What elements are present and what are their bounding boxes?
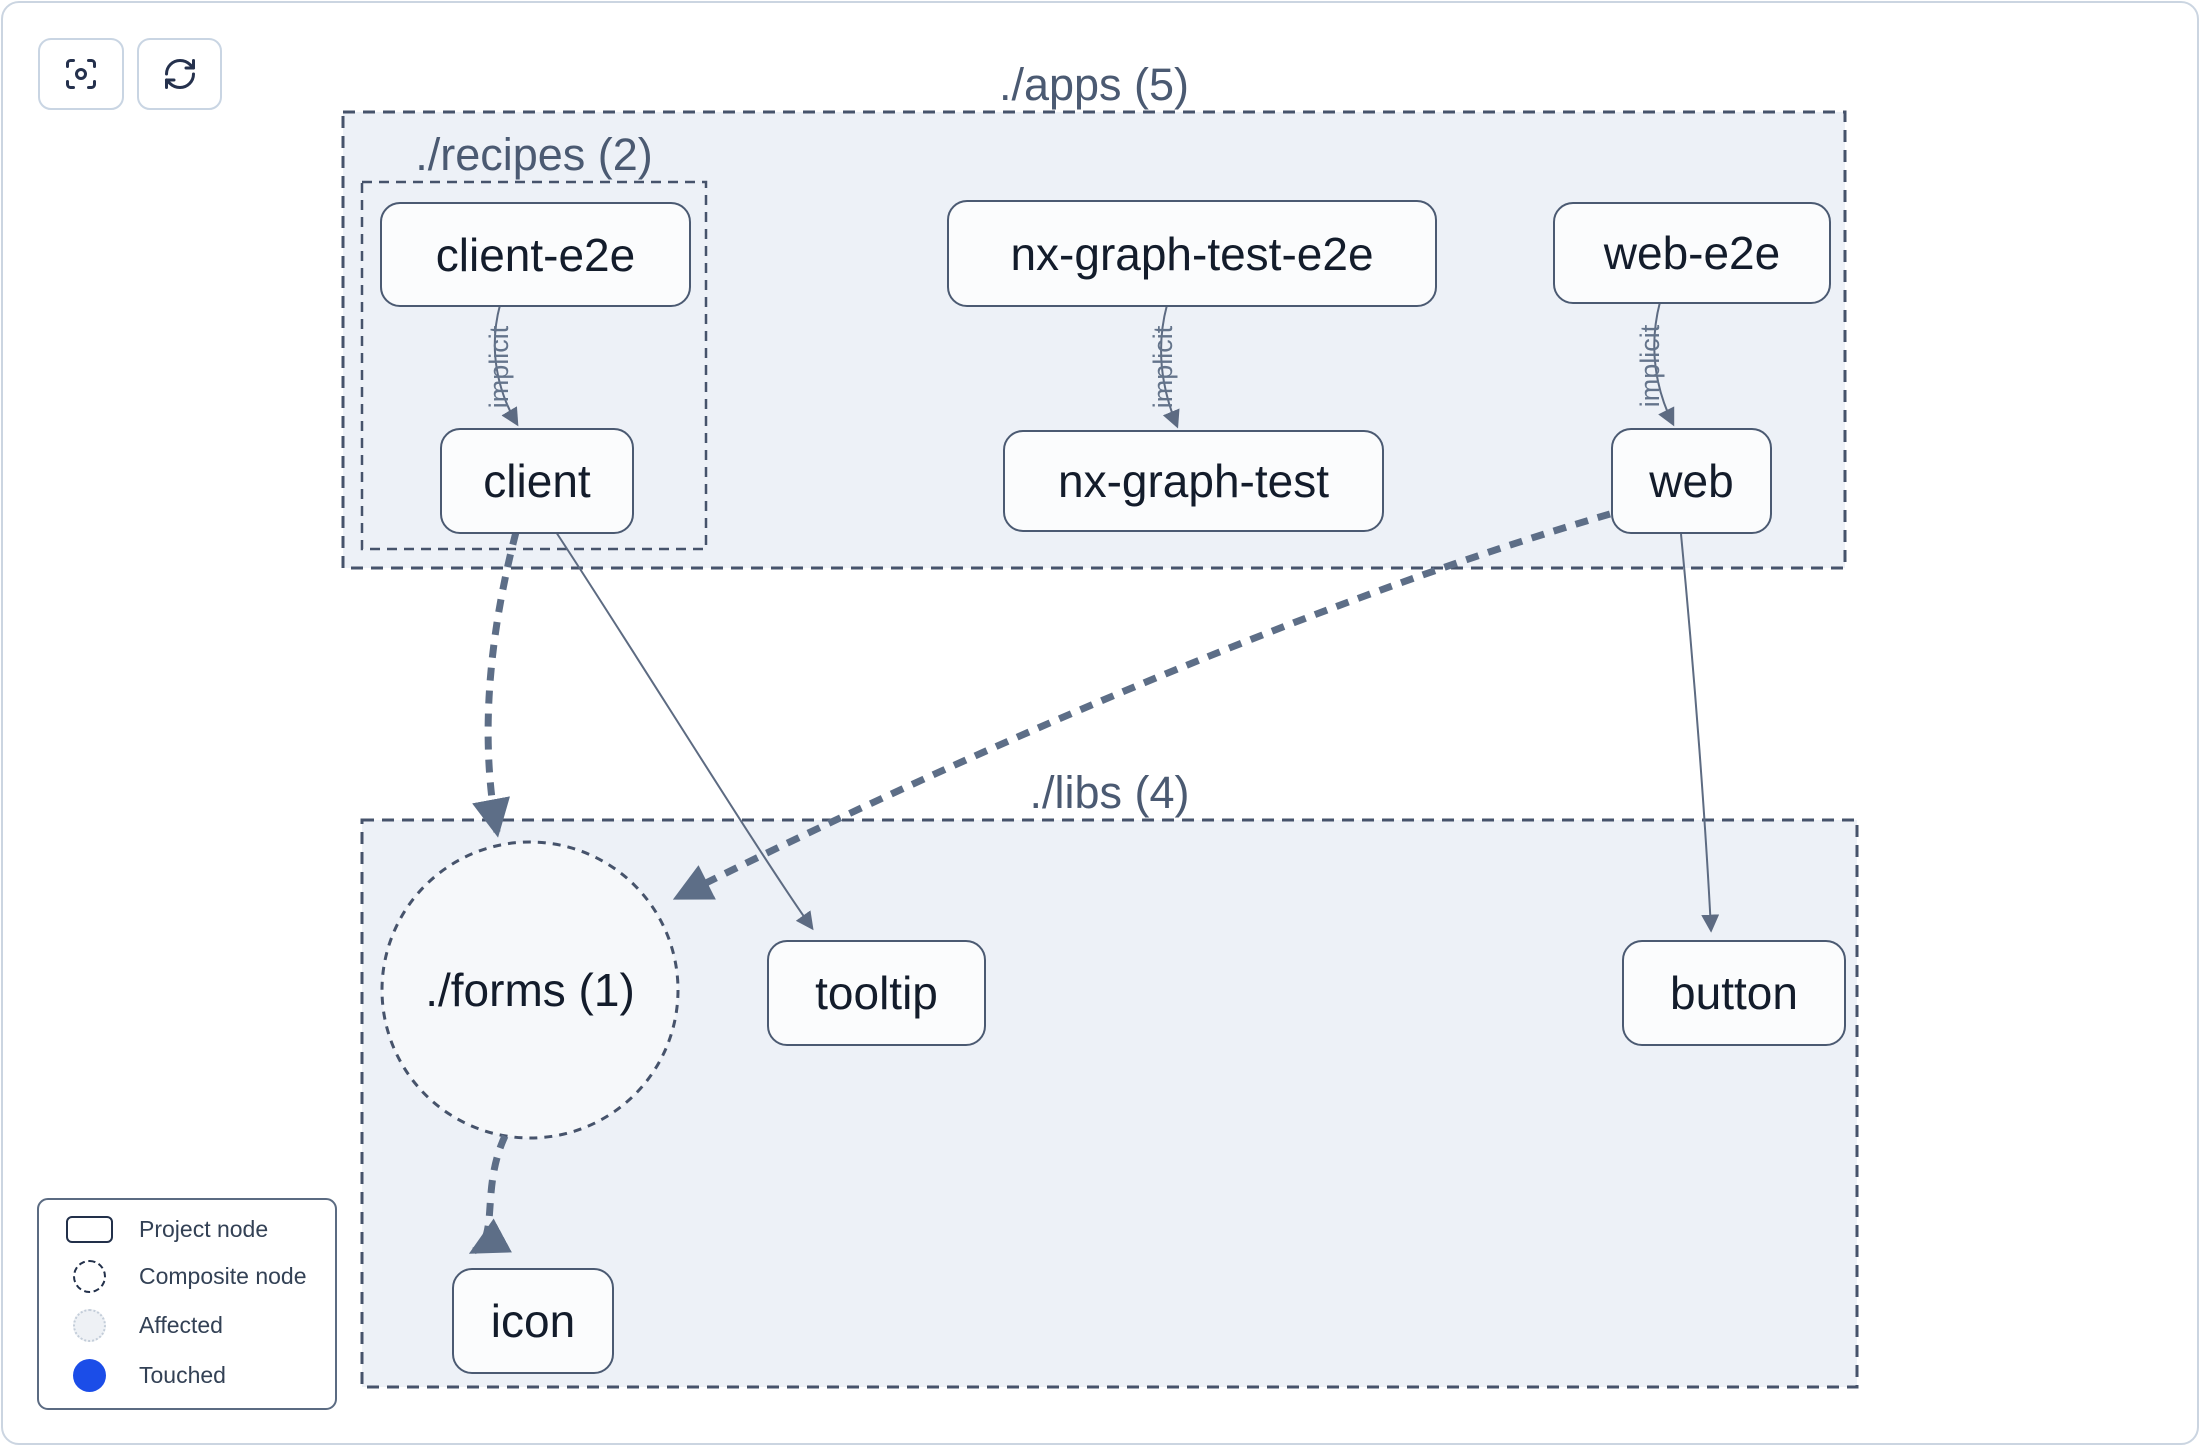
group-recipes[interactable]: [360, 180, 708, 551]
edge-label-implicit: implicit: [1635, 324, 1665, 408]
group-libs-title: ./libs (4): [1029, 767, 1190, 818]
focus-button[interactable]: [38, 38, 124, 110]
node-tooltip[interactable]: tooltip: [767, 940, 986, 1046]
edge-web-to-forms[interactable]: [672, 510, 1611, 901]
node-client[interactable]: client: [440, 428, 634, 534]
legend-row-project-node: Project node: [39, 1216, 335, 1244]
legend-label: Touched: [139, 1361, 226, 1388]
legend-row-touched: Touched: [39, 1358, 335, 1392]
composite-node-swatch-icon: [72, 1259, 106, 1293]
refresh-button[interactable]: [137, 38, 222, 110]
legend-row-affected: Affected: [39, 1309, 335, 1343]
refresh-icon: [164, 59, 195, 89]
group-recipes-title: ./recipes (2): [415, 129, 653, 180]
node-web-e2e[interactable]: web-e2e: [1553, 202, 1831, 304]
edge-client-e2e-to-client[interactable]: [493, 304, 519, 427]
group-apps-title: ./apps (5): [998, 59, 1190, 110]
node-icon[interactable]: icon: [452, 1268, 614, 1374]
project-node-swatch-icon: [65, 1216, 113, 1244]
edge-nx-graph-test-e2e-to-nx-graph-test[interactable]: [1160, 304, 1180, 429]
legend-label: Affected: [139, 1312, 223, 1339]
edge-label-implicit: implicit: [1148, 325, 1178, 409]
affected-swatch-icon: [72, 1309, 106, 1343]
legend-row-composite-node: Composite node: [39, 1259, 335, 1293]
composite-node-forms-label[interactable]: ./forms (1): [425, 964, 635, 1016]
touched-swatch-icon: [72, 1358, 106, 1392]
node-button[interactable]: button: [1622, 940, 1846, 1046]
node-client-e2e[interactable]: client-e2e: [380, 202, 691, 307]
legend-label: Project node: [139, 1216, 269, 1243]
edge-forms-to-icon[interactable]: [468, 1134, 512, 1255]
legend-label: Composite node: [139, 1262, 307, 1289]
edge-web-to-button[interactable]: [1680, 533, 1720, 933]
focus-icon: [66, 59, 96, 89]
node-nx-graph-test[interactable]: nx-graph-test: [1003, 430, 1384, 532]
node-web[interactable]: web: [1611, 428, 1772, 534]
legend: Project node Composite node Affected Tou…: [37, 1198, 337, 1410]
node-nx-graph-test-e2e[interactable]: nx-graph-test-e2e: [947, 200, 1437, 307]
edge-label-implicit: implicit: [484, 325, 514, 409]
edge-web-e2e-to-web[interactable]: [1653, 301, 1675, 427]
composite-node-forms[interactable]: [380, 840, 680, 1140]
edge-client-to-tooltip[interactable]: [555, 531, 814, 931]
